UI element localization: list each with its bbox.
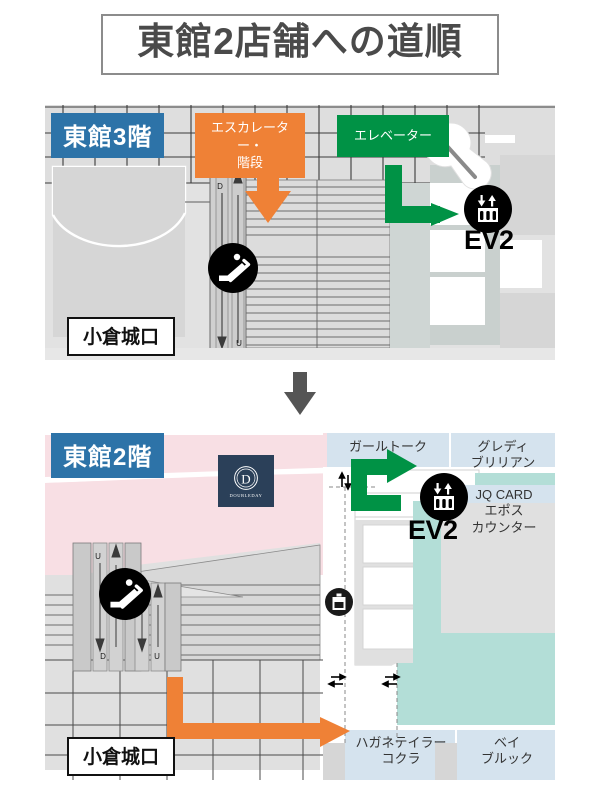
floor-map-2f: U D D U xyxy=(45,425,555,780)
store-label-girl-talk: ガールトーク xyxy=(348,439,427,454)
doubleday-logo: D DOUBLEDAY xyxy=(218,455,274,507)
store-label-bay-line1: ベイ xyxy=(493,735,520,750)
elevator-icon xyxy=(420,473,468,521)
exit-route-arrow-2f xyxy=(167,677,350,747)
exit-label-3f: 小倉城口 xyxy=(67,317,176,356)
elevator-route-arrow-2f xyxy=(351,449,417,511)
svg-text:D: D xyxy=(241,471,250,486)
store-label-hagane-line2: コクラ xyxy=(381,751,421,767)
store-label-gredy-brillian-line1: グレディ xyxy=(477,439,529,454)
callout-elevator-3f: エレベーター xyxy=(337,115,449,157)
svg-text:U: U xyxy=(154,652,160,661)
callout-escalator-line2: 階段 xyxy=(236,155,263,171)
svg-text:D: D xyxy=(100,652,106,661)
down-arrow-icon xyxy=(283,372,317,416)
callout-escalator-line1: エスカレーター・ xyxy=(210,120,289,153)
svg-text:D: D xyxy=(217,182,223,191)
store-label-bay-line2: ブルック xyxy=(480,751,533,767)
callout-escalator-3f: エスカレーター・ 階段 xyxy=(195,113,305,178)
escalator-icon xyxy=(99,568,151,620)
floor-badge-3f: 東館3階 xyxy=(51,113,165,158)
store-label-gredy-brillian-line2: ブリリアン xyxy=(470,455,536,471)
store-label-hagane-line1: ハガネテイラー xyxy=(355,735,447,750)
floor-map-3f: D U 東館3階 エスカレーター・ 階 xyxy=(45,105,555,360)
store-label-jq-card-line2: エポス xyxy=(484,503,524,519)
elevator-icon xyxy=(464,185,512,233)
page-title-container: 東館2店舗への道順 xyxy=(0,14,600,75)
elevator-route-arrow-3f xyxy=(385,165,459,226)
exit-label-2f: 小倉城口 xyxy=(67,737,176,776)
doubleday-wordmark: DOUBLEDAY xyxy=(229,492,263,498)
store-label-bay-brook: ベイ ブルック xyxy=(459,735,555,768)
store-label-gredy-brillian: グレディ ブリリアン xyxy=(451,439,555,472)
coin-locker-icon xyxy=(325,588,353,616)
store-label-jq-card-line1: JQ CARD xyxy=(475,487,533,502)
doubleday-d-icon: D xyxy=(234,465,258,490)
page-title: 東館2店舗への道順 xyxy=(137,21,463,62)
store-label-jq-card-line3: カウンター xyxy=(471,519,537,535)
svg-text:U: U xyxy=(236,339,242,348)
store-label-jq-card-epos: JQ CARD エポス カウンター xyxy=(453,487,555,536)
page-title-box: 東館2店舗への道順 xyxy=(101,14,499,75)
store-label-hagane-tailor: ハガネテイラー コクラ xyxy=(345,735,457,768)
svg-text:U: U xyxy=(95,552,101,561)
escalator-icon xyxy=(208,243,258,293)
floor-badge-2f: 東館2階 xyxy=(51,433,165,478)
